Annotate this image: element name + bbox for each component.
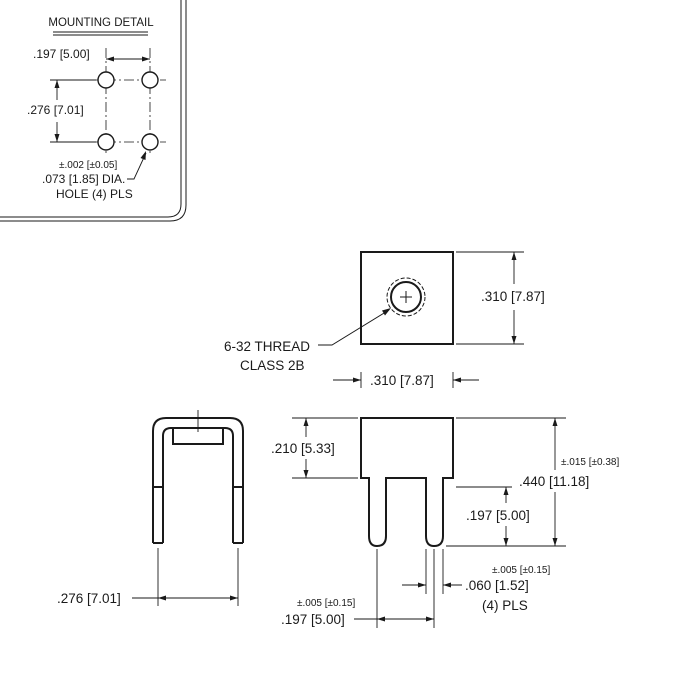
front-pin-spacing: .197 [5.00] <box>281 612 345 627</box>
mount-dim-h-arrow-left <box>106 56 114 62</box>
hole-top-left <box>97 71 115 89</box>
top-depth-arrow-bottom <box>511 336 517 344</box>
side-view: .276 [7.01] <box>57 410 244 606</box>
front-pin-tolerance: ±.005 [±0.15] <box>492 565 550 576</box>
top-view-depth: .310 [7.87] <box>481 289 545 304</box>
front-pin-width: .060 [1.52] <box>465 578 529 593</box>
thread-leader-arrow <box>382 308 391 316</box>
front-view-outline <box>360 417 454 548</box>
mounting-detail-title: MOUNTING DETAIL <box>48 17 154 29</box>
front-pin-length: .197 [5.00] <box>466 508 530 523</box>
front-pin-count: (4) PLS <box>482 598 528 613</box>
inset-border <box>0 0 182 218</box>
front-body-arrow-bottom <box>303 470 309 478</box>
front-pin-arrow-bottom <box>503 538 509 546</box>
front-total-arrow-bottom <box>552 538 558 546</box>
mount-dim-vertical: .276 [7.01] <box>27 103 84 117</box>
inset-border-inner <box>0 0 187 222</box>
front-body-height: .210 [5.33] <box>271 441 335 456</box>
mount-dim-horizontal: .197 [5.00] <box>33 47 90 61</box>
front-spacing-tolerance: ±.005 [±0.15] <box>297 598 355 609</box>
mount-dim-v-label-bg <box>20 101 90 118</box>
front-view: .210 [5.33] ±.015 [±0.38] .440 [11.18] .… <box>268 417 619 628</box>
front-pinw-arrow-right <box>443 582 451 588</box>
mount-hole-leader <box>127 152 147 180</box>
hole-bottom-right <box>141 133 159 151</box>
top-view-body <box>360 251 454 345</box>
thread-minor-circle <box>390 281 422 313</box>
thread-major-circle <box>386 277 426 317</box>
front-body-arrow-top <box>303 418 309 426</box>
front-pin-arrow-top <box>503 487 509 495</box>
mount-hole-leader-arrow <box>140 151 146 160</box>
mount-hole-diameter: .073 [1.85] DIA. <box>42 172 125 186</box>
front-body-label-bg <box>268 439 344 457</box>
top-width-arrow-right <box>453 377 461 383</box>
front-total-height: .440 [11.18] <box>519 474 589 489</box>
front-total-arrow-top <box>552 418 558 426</box>
mount-dim-v-arrow-top <box>54 80 60 88</box>
side-dim-arrow-right <box>230 595 238 601</box>
top-depth-label-bg <box>478 287 552 305</box>
top-view-width: .310 [7.87] <box>370 373 434 388</box>
front-pinw-arrow-left <box>418 582 426 588</box>
top-width-arrow-left <box>353 377 361 383</box>
mounting-detail-inset: MOUNTING DETAIL .197 [5.00] .276 [7.01] … <box>0 0 187 222</box>
side-view-inner <box>162 427 234 543</box>
front-total-label-bg <box>516 472 596 490</box>
top-view: 6-32 THREAD CLASS 2B .310 [7.87] .310 [7… <box>224 251 552 388</box>
mount-hole-tolerance: ±.002 [±0.05] <box>59 160 117 171</box>
hole-top-right <box>141 71 159 89</box>
side-dim-arrow-left <box>158 595 166 601</box>
thread-spec: 6-32 THREAD <box>224 339 310 354</box>
side-view-pin-spacing: .276 [7.01] <box>57 591 121 606</box>
side-view-outer <box>152 417 244 543</box>
front-pin-label-bg <box>463 506 541 524</box>
mount-dim-v-arrow-bottom <box>54 134 60 142</box>
thread-class: CLASS 2B <box>240 358 305 373</box>
thread-leader <box>318 309 390 346</box>
front-space-arrow-left <box>377 616 385 622</box>
mount-hole-count: HOLE (4) PLS <box>56 187 133 201</box>
mount-dim-h-arrow-right <box>142 56 150 62</box>
front-space-arrow-right <box>426 616 434 622</box>
top-depth-arrow-top <box>511 252 517 260</box>
hole-bottom-left <box>97 133 115 151</box>
front-height-tolerance: ±.015 [±0.38] <box>561 457 619 468</box>
